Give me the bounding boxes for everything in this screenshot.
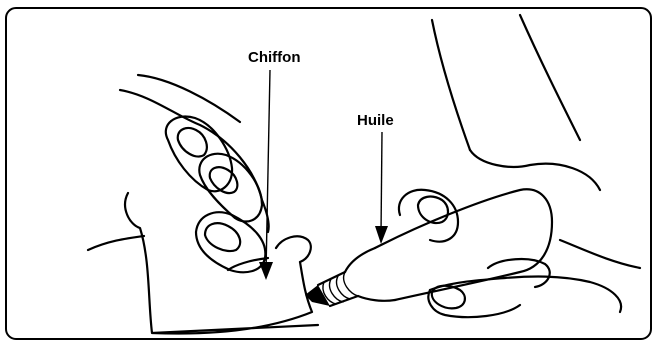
right-hand-knuckle [470, 150, 600, 190]
left-nail-1 [178, 128, 207, 156]
cloth-arrowhead [259, 262, 273, 280]
left-nail-3 [205, 223, 240, 251]
left-hand-back [138, 75, 240, 122]
right-wrist [560, 240, 640, 268]
left-finger-3 [196, 212, 265, 272]
oil-arrow-shaft [381, 132, 382, 234]
oil-label: Huile [357, 113, 394, 128]
cloth-left-edge [88, 236, 144, 250]
cloth-label: Chiffon [248, 50, 300, 65]
cloth-outline [125, 193, 318, 334]
cloth-arrow-shaft [266, 70, 270, 272]
oil-bottle-body [375, 189, 552, 300]
nozzle-ring-1 [344, 272, 358, 296]
right-nail-top [418, 197, 448, 223]
right-finger-low-2 [428, 290, 520, 317]
frame-border [6, 8, 651, 339]
right-arm-upper [432, 15, 580, 150]
left-hand-arm [120, 90, 269, 232]
left-thumb [276, 236, 311, 262]
